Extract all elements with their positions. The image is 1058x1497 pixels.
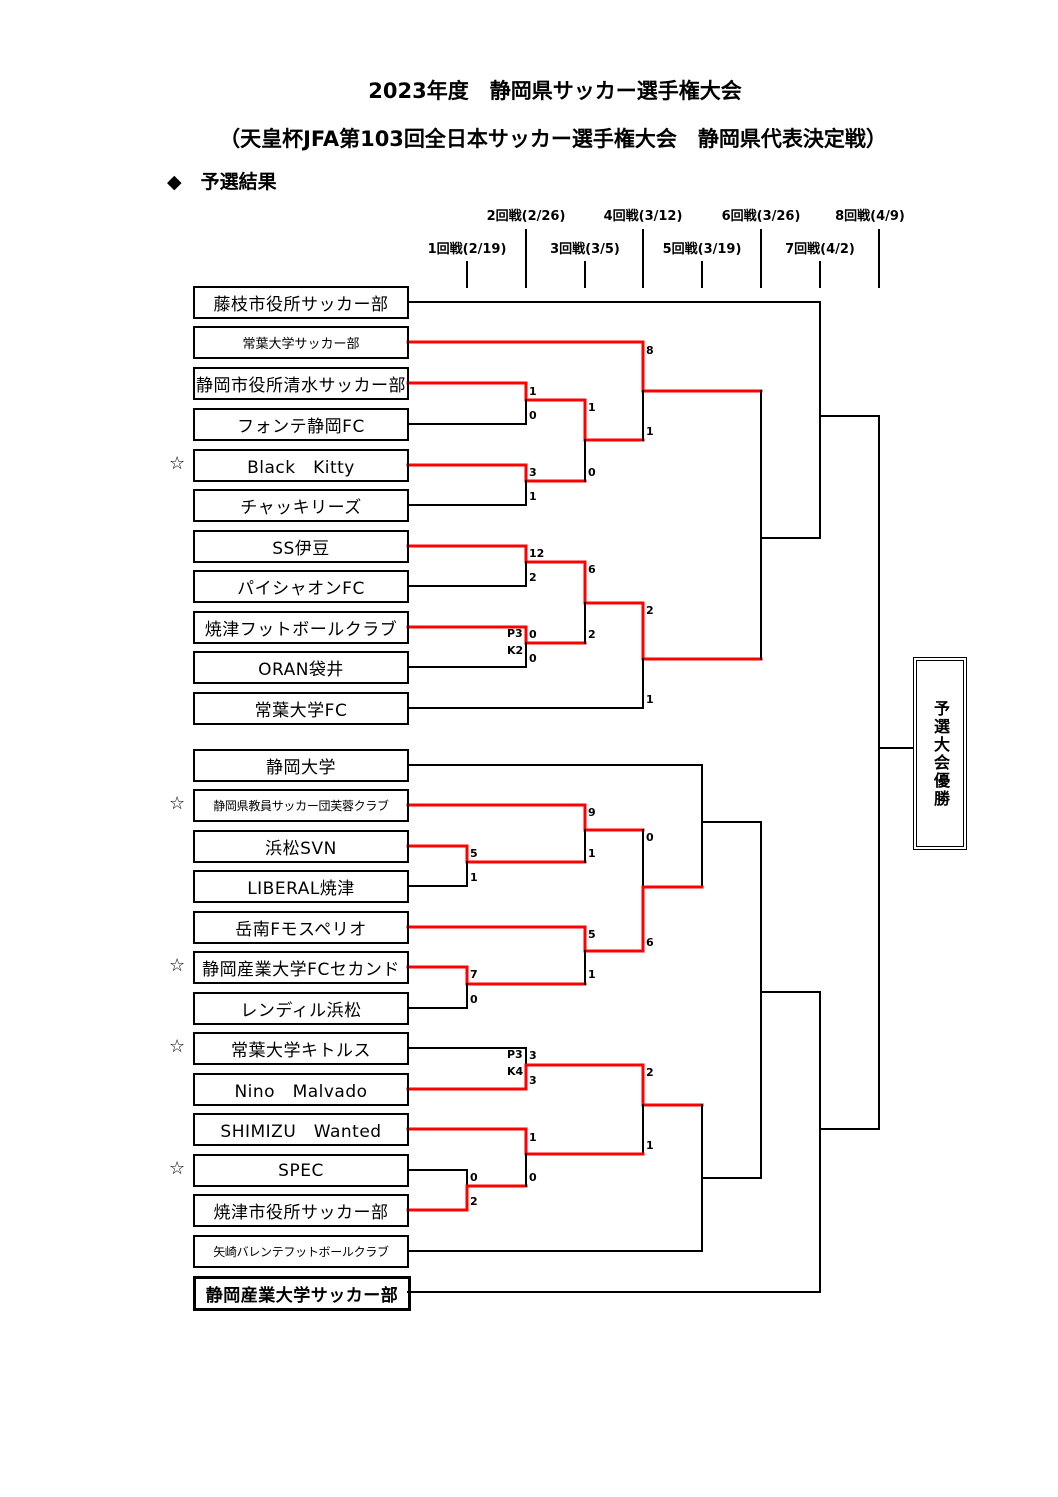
round-label-6: 6回戦(3/26) — [721, 209, 801, 224]
team-box: 常葉大学キトルス — [193, 1032, 409, 1065]
pk-score: K4 — [507, 1065, 524, 1078]
winner-box: 予選大会優勝 — [913, 657, 967, 850]
team-box: LIBERAL焼津 — [193, 870, 409, 903]
page-subtitle: （天皇杯JFA第103回全日本サッカー選手権大会 静岡県代表決定戦） — [219, 127, 887, 151]
team-box: 矢崎バレンテフットボールクラブ — [193, 1235, 409, 1268]
match-score: 1 — [646, 693, 654, 706]
team-box: 静岡産業大学サッカー部 — [193, 1276, 411, 1311]
round-label-3: 3回戦(3/5) — [550, 242, 620, 257]
match-score: 6 — [646, 936, 654, 949]
team-box: ORAN袋井 — [193, 651, 409, 684]
match-score: 0 — [646, 831, 654, 844]
match-score: 7 — [470, 968, 478, 981]
team-box: 浜松SVN — [193, 830, 409, 863]
match-score: 2 — [529, 571, 537, 584]
page-title: 2023年度 静岡県サッカー選手権大会 — [368, 79, 742, 103]
team-box: 静岡県教員サッカー団芙蓉クラブ — [193, 789, 409, 822]
match-score: 0 — [588, 466, 596, 479]
match-score: 0 — [529, 1171, 537, 1184]
match-score: 1 — [588, 401, 596, 414]
round-label-4: 4回戦(3/12) — [603, 209, 683, 224]
match-score: 0 — [470, 1171, 478, 1184]
round-label-5: 5回戦(3/19) — [662, 242, 742, 257]
round-label-7: 7回戦(4/2) — [785, 242, 855, 257]
team-box: レンディル浜松 — [193, 992, 409, 1025]
team-box: パイシャオンFC — [193, 570, 409, 603]
winner-label: 予選大会優勝 — [931, 699, 950, 808]
star-mark: ☆ — [169, 1158, 186, 1179]
team-box: 常葉大学サッカー部 — [193, 326, 409, 359]
match-score: 1 — [529, 1131, 537, 1144]
pk-score: P3 — [507, 627, 523, 640]
section-heading: ◆ 予選結果 — [167, 171, 277, 193]
match-score: 1 — [470, 871, 478, 884]
match-score: 2 — [646, 604, 654, 617]
team-box: SS伊豆 — [193, 530, 409, 563]
match-score: 0 — [529, 652, 537, 665]
match-score: 5 — [588, 928, 596, 941]
team-box: フォンテ静岡FC — [193, 408, 409, 441]
team-box: 藤枝市役所サッカー部 — [193, 286, 409, 319]
team-box: 常葉大学FC — [193, 692, 409, 725]
match-score: 1 — [529, 385, 537, 398]
team-box: 焼津市役所サッカー部 — [193, 1194, 409, 1227]
star-mark: ☆ — [169, 955, 186, 976]
match-score: 3 — [529, 1074, 537, 1087]
match-score: 9 — [588, 806, 596, 819]
match-score: 6 — [588, 563, 596, 576]
team-box: SHIMIZU Wanted — [193, 1113, 409, 1146]
star-mark: ☆ — [169, 453, 186, 474]
star-mark: ☆ — [169, 1036, 186, 1057]
match-score: 5 — [470, 847, 478, 860]
round-label-2: 2回戦(2/26) — [486, 209, 566, 224]
match-score: 0 — [529, 409, 537, 422]
round-label-8: 8回戦(4/9) — [835, 209, 905, 224]
match-score: 2 — [646, 1066, 654, 1079]
team-box: 静岡産業大学FCセカンド — [193, 951, 409, 984]
match-score: 1 — [529, 490, 537, 503]
round-label-1: 1回戦(2/19) — [427, 242, 507, 257]
pk-score: K2 — [507, 644, 524, 657]
team-box: 静岡市役所清水サッカー部 — [193, 367, 409, 400]
team-box: SPEC — [193, 1154, 409, 1187]
team-box: Black Kitty — [193, 449, 409, 482]
match-score: 1 — [646, 425, 654, 438]
match-score: 3 — [529, 1049, 537, 1062]
team-box: 焼津フットボールクラブ — [193, 611, 409, 644]
team-box: Nino Malvado — [193, 1073, 409, 1106]
match-score: 2 — [588, 628, 596, 641]
match-score: 1 — [588, 968, 596, 981]
match-score: 12 — [529, 547, 545, 560]
match-score: 8 — [646, 344, 654, 357]
team-box: 静岡大学 — [193, 749, 409, 782]
match-score: 3 — [529, 466, 537, 479]
pk-score: P3 — [507, 1048, 523, 1061]
team-box: チャッキリーズ — [193, 489, 409, 522]
star-mark: ☆ — [169, 793, 186, 814]
match-score: 0 — [529, 628, 537, 641]
match-score: 2 — [470, 1195, 478, 1208]
match-score: 0 — [470, 993, 478, 1006]
match-score: 1 — [588, 847, 596, 860]
match-score: 1 — [646, 1139, 654, 1152]
team-box: 岳南Fモスペリオ — [193, 911, 409, 944]
